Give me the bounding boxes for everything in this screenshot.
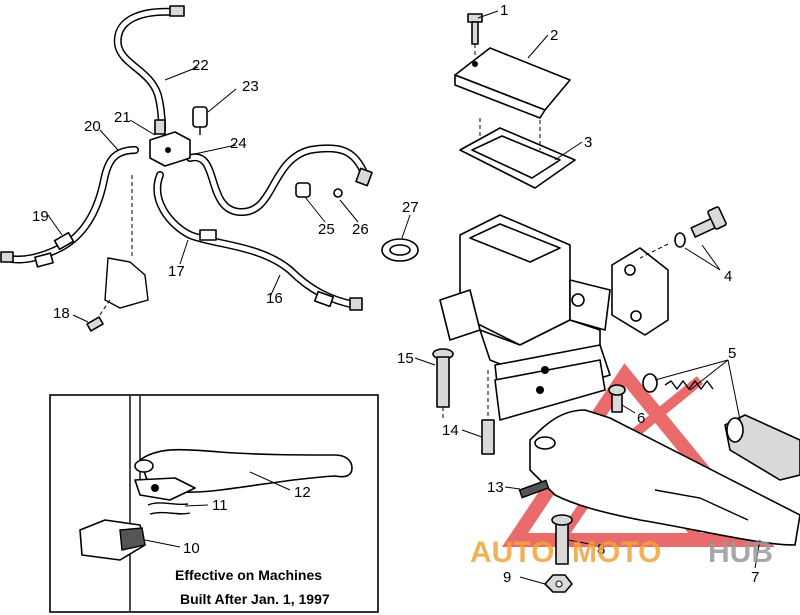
callout-8: 8 xyxy=(597,541,605,558)
brake-lines-group xyxy=(0,5,373,332)
brake-lever xyxy=(529,409,800,546)
callout-13: 13 xyxy=(487,479,504,496)
callout-24: 24 xyxy=(230,135,247,152)
callout-14: 14 xyxy=(442,422,459,439)
callout-27: 27 xyxy=(402,199,419,216)
callout-10: 10 xyxy=(183,540,200,557)
handlebar-clamp xyxy=(611,247,669,336)
callout-1: 1 xyxy=(500,2,508,19)
inset-caption-line2: Built After Jan. 1, 1997 xyxy=(180,591,330,607)
watermark-moto: MOTO xyxy=(572,536,661,569)
callout-19: 19 xyxy=(32,208,49,225)
callout-18: 18 xyxy=(53,305,70,322)
callout-3: 3 xyxy=(584,134,592,151)
callout-4: 4 xyxy=(724,268,732,285)
callout-9: 9 xyxy=(503,569,511,586)
callout-25: 25 xyxy=(318,221,335,238)
inset-caption: Effective on Machines Built After Jan. 1… xyxy=(175,567,330,607)
watermark-auto: AUTO xyxy=(470,536,554,569)
callout-20: 20 xyxy=(84,118,101,135)
callout-23: 23 xyxy=(242,78,259,95)
callout-2: 2 xyxy=(550,27,558,44)
callout-11: 11 xyxy=(212,497,228,514)
callout-17: 17 xyxy=(168,263,185,280)
clip-part xyxy=(295,182,311,198)
callout-22: 22 xyxy=(192,57,209,74)
leader-lines xyxy=(47,10,761,585)
callout-6: 6 xyxy=(637,410,645,427)
watermark-text: AUTO MOTO HUB xyxy=(470,536,773,569)
master-cylinder-assembly xyxy=(381,13,800,593)
small-fitting-part xyxy=(333,188,343,198)
inset-lever xyxy=(139,448,353,493)
callout-labels: 1 2 3 4 5 6 7 8 9 10 11 12 13 14 15 16 1… xyxy=(32,2,759,586)
callout-15: 15 xyxy=(397,350,414,367)
callout-21: 21 xyxy=(114,109,131,126)
fitting-top xyxy=(169,5,185,17)
watermark-hub: HUB xyxy=(708,536,773,569)
callout-16: 16 xyxy=(266,290,283,307)
callout-7: 7 xyxy=(751,569,759,586)
callout-5: 5 xyxy=(728,345,736,362)
callout-26: 26 xyxy=(352,221,369,238)
inset-box xyxy=(49,394,379,613)
bolt-18 xyxy=(86,316,104,332)
brake-tee-block xyxy=(149,119,191,167)
pressure-switch xyxy=(192,106,208,135)
inset-caption-line1: Effective on Machines xyxy=(175,567,322,583)
callout-12: 12 xyxy=(294,484,311,501)
